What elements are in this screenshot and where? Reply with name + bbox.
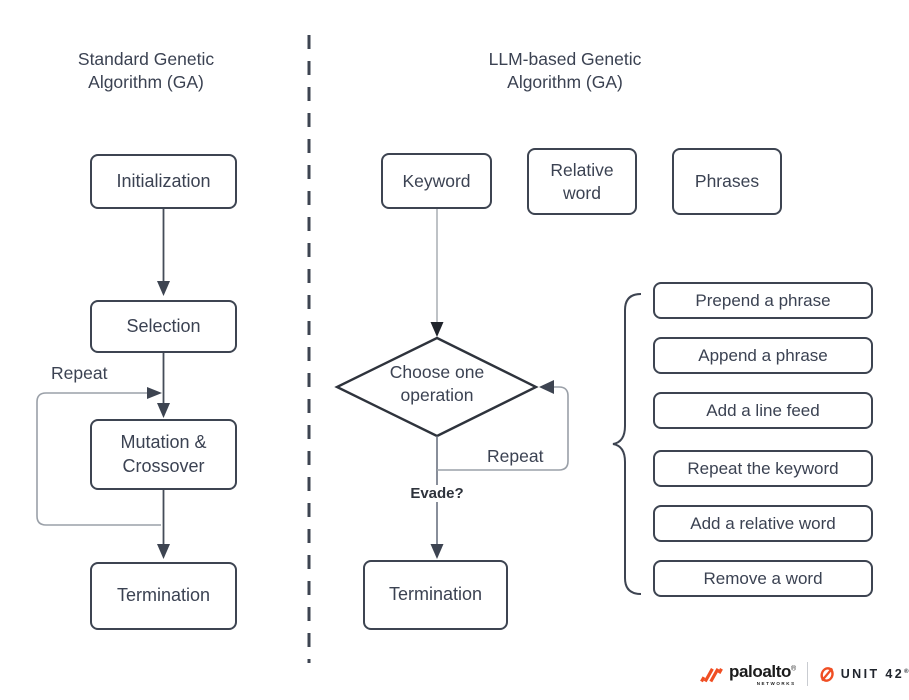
- paloalto-name: paloalto: [729, 661, 791, 681]
- unit42-logo: UNIT 42®: [819, 666, 909, 683]
- input-node-relative-word: Relative word: [527, 148, 637, 215]
- unit42-registered-mark: ®: [904, 668, 909, 675]
- operations-brace: [612, 293, 642, 595]
- arrow-keyword-to-decision-head: [430, 322, 444, 337]
- operation-repeat-keyword: Repeat the keyword: [653, 450, 873, 487]
- footer-brand-area: paloalto® NETWORKS UNIT 42®: [700, 654, 909, 694]
- left-repeat-loop-head: [147, 387, 162, 399]
- operation-append-phrase: Append a phrase: [653, 337, 873, 374]
- input-node-keyword: Keyword: [381, 153, 492, 209]
- decision-node-label: Choose one operation: [389, 362, 485, 405]
- left-title: Standard Genetic Algorithm (GA): [77, 49, 215, 93]
- arrow-decision-to-termination-head: [430, 544, 444, 559]
- arrow-init-to-selection-head: [157, 281, 170, 296]
- flow-node-mutation-crossover: Mutation & Crossover: [90, 419, 237, 490]
- operation-add-line-feed: Add a line feed: [653, 392, 873, 429]
- unit42-name: UNIT 42: [840, 667, 905, 681]
- right-repeat-label: Repeat: [487, 446, 544, 466]
- left-repeat-label: Repeat: [51, 363, 108, 383]
- unit42-logo-icon: [820, 666, 834, 682]
- paloalto-networks-label: NETWORKS: [756, 680, 796, 686]
- flow-node-termination-right: Termination: [363, 560, 508, 630]
- paloalto-logo-icon: [700, 668, 723, 683]
- paloalto-wordmark: paloalto® NETWORKS: [729, 663, 796, 686]
- arrow-selection-to-mutation-head: [157, 403, 170, 418]
- operation-prepend-phrase: Prepend a phrase: [653, 282, 873, 319]
- flow-node-termination-left: Termination: [90, 562, 237, 630]
- logo-divider: [806, 662, 808, 686]
- operation-add-relative-word: Add a relative word: [653, 505, 873, 542]
- flow-node-initialization: Initialization: [90, 154, 237, 209]
- evade-label: Evade?: [400, 485, 474, 502]
- operation-remove-word: Remove a word: [653, 560, 873, 597]
- paloalto-registered-mark: ®: [790, 664, 796, 672]
- input-node-phrases: Phrases: [672, 148, 782, 215]
- right-repeat-loop-head: [539, 380, 554, 394]
- flow-node-selection: Selection: [90, 300, 237, 353]
- right-title: LLM-based Genetic Algorithm (GA): [488, 49, 642, 93]
- arrow-mutation-to-termination-head: [157, 544, 170, 559]
